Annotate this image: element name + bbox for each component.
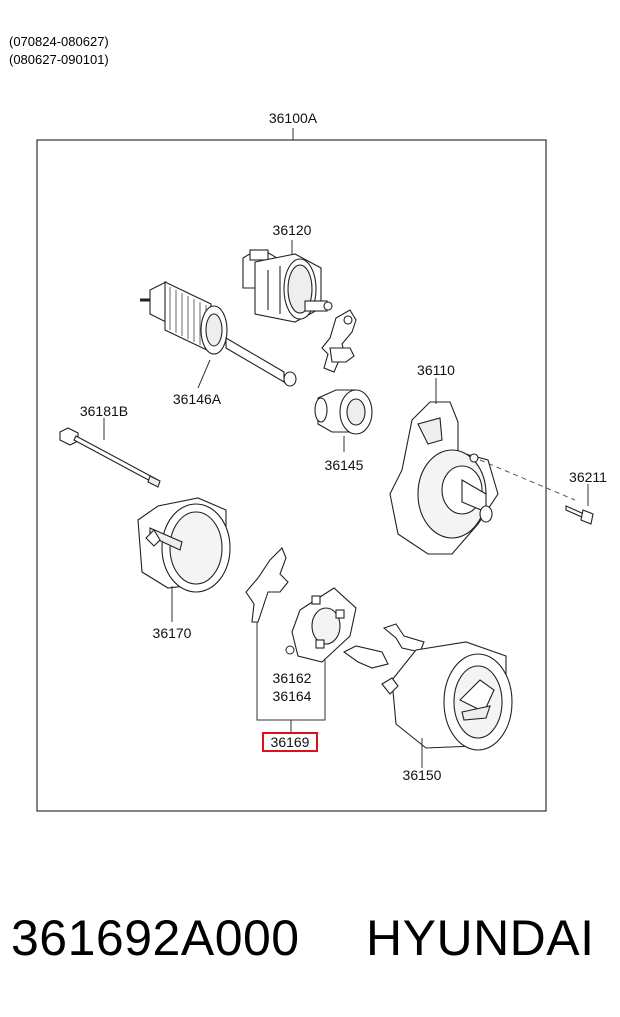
label-housing: 36110: [417, 362, 455, 378]
date-range-2: (080627-090101): [9, 52, 109, 67]
screw-alignment-line: [479, 459, 576, 501]
brand-name: HYUNDAI: [366, 910, 595, 966]
brush-spring-drawing: [245, 547, 289, 623]
shift-lever-drawing: [321, 309, 357, 373]
label-brush-holder-highlight[interactable]: 36169: [271, 734, 310, 750]
small-nut-drawing: [285, 645, 295, 655]
label-brush-1: 36162: [273, 670, 312, 686]
label-armature: 36146A: [173, 391, 222, 407]
through-bolt-drawing: [59, 427, 161, 488]
yoke-cover-drawing: [137, 497, 231, 593]
label-bolt: 36181B: [80, 403, 128, 419]
label-yoke: 36150: [403, 767, 442, 783]
screw-drawing: [565, 505, 594, 525]
solenoid-drawing: [242, 249, 333, 323]
housing-drawing: [389, 401, 499, 555]
brush-holder-plate-drawing: [291, 587, 357, 663]
part-number: 361692A000: [11, 910, 300, 966]
armature-drawing: [140, 281, 297, 387]
highlight-box: [262, 732, 318, 752]
assembly-frame: [36, 139, 547, 812]
label-pinion: 36145: [325, 457, 364, 473]
label-solenoid: 36120: [273, 222, 312, 238]
label-assembly: 36100A: [269, 110, 318, 126]
date-range-1: (070824-080627): [9, 34, 109, 49]
yoke-drawing: [342, 623, 513, 751]
label-brush-2: 36164: [273, 688, 312, 704]
armature-leader: [197, 359, 211, 389]
label-screw: 36211: [569, 469, 607, 485]
pinion-drawing: [314, 389, 373, 435]
label-yoke-cover: 36170: [153, 625, 192, 641]
starter-motor-exploded-diagram: 36100A 36120: [36, 110, 607, 812]
